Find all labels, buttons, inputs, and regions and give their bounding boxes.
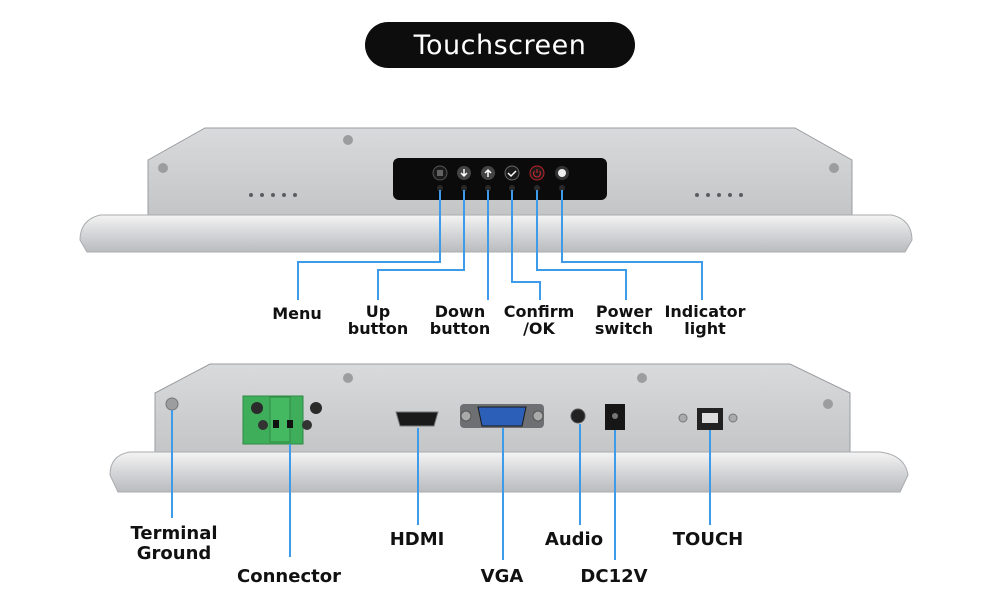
screw-icon bbox=[823, 399, 833, 409]
title-badge: Touchscreen bbox=[365, 22, 635, 68]
label-line: Up bbox=[365, 302, 391, 321]
dc12v-port bbox=[605, 404, 625, 430]
label-connector: Connector bbox=[237, 566, 341, 587]
label-vga: VGA bbox=[480, 566, 524, 587]
bottom-panel bbox=[109, 363, 909, 493]
screw-icon bbox=[637, 373, 647, 383]
label-line: Confirm bbox=[503, 302, 575, 321]
vent-holes-left bbox=[249, 193, 297, 197]
label-line: Indicator bbox=[664, 302, 746, 321]
screw-icon bbox=[158, 163, 168, 173]
screw-icon bbox=[343, 373, 353, 383]
label-audio: Audio bbox=[544, 529, 604, 550]
label-hdmi: HDMI bbox=[389, 529, 445, 550]
label-line: Power bbox=[595, 302, 653, 321]
label-line: /OK bbox=[523, 319, 555, 338]
label-confirm: Confirm/OK bbox=[504, 303, 575, 337]
confirm-button[interactable] bbox=[504, 165, 520, 181]
label-line: Down bbox=[434, 302, 486, 321]
down-button[interactable] bbox=[457, 166, 471, 180]
vent-holes-right bbox=[695, 193, 743, 197]
connector-port bbox=[242, 395, 322, 445]
screw-icon bbox=[343, 135, 353, 145]
label-line: Terminal bbox=[130, 523, 218, 544]
label-touch: TOUCH bbox=[672, 529, 744, 550]
indicator-light bbox=[555, 166, 569, 180]
vga-port bbox=[460, 404, 544, 428]
label-line: button bbox=[429, 319, 491, 338]
power-button[interactable] bbox=[529, 165, 545, 181]
label-line: Menu bbox=[272, 304, 322, 323]
audio-port bbox=[570, 408, 586, 424]
bottom-leader-lines bbox=[171, 410, 711, 560]
label-line: light bbox=[684, 319, 726, 338]
top-leader-lines bbox=[297, 190, 703, 300]
label-menu: Menu bbox=[272, 305, 322, 322]
top-panel bbox=[79, 127, 913, 253]
terminal-ground-screw bbox=[165, 397, 179, 411]
screw-icon bbox=[829, 163, 839, 173]
touch-usb-port bbox=[678, 408, 738, 430]
menu-button[interactable] bbox=[432, 165, 448, 181]
up-button[interactable] bbox=[481, 166, 495, 180]
control-panel bbox=[393, 158, 607, 200]
label-line: button bbox=[347, 319, 409, 338]
label-dc12v: DC12V bbox=[580, 566, 648, 587]
hdmi-port bbox=[395, 411, 439, 427]
label-line: switch bbox=[594, 319, 654, 338]
label-line: Ground bbox=[136, 543, 212, 564]
